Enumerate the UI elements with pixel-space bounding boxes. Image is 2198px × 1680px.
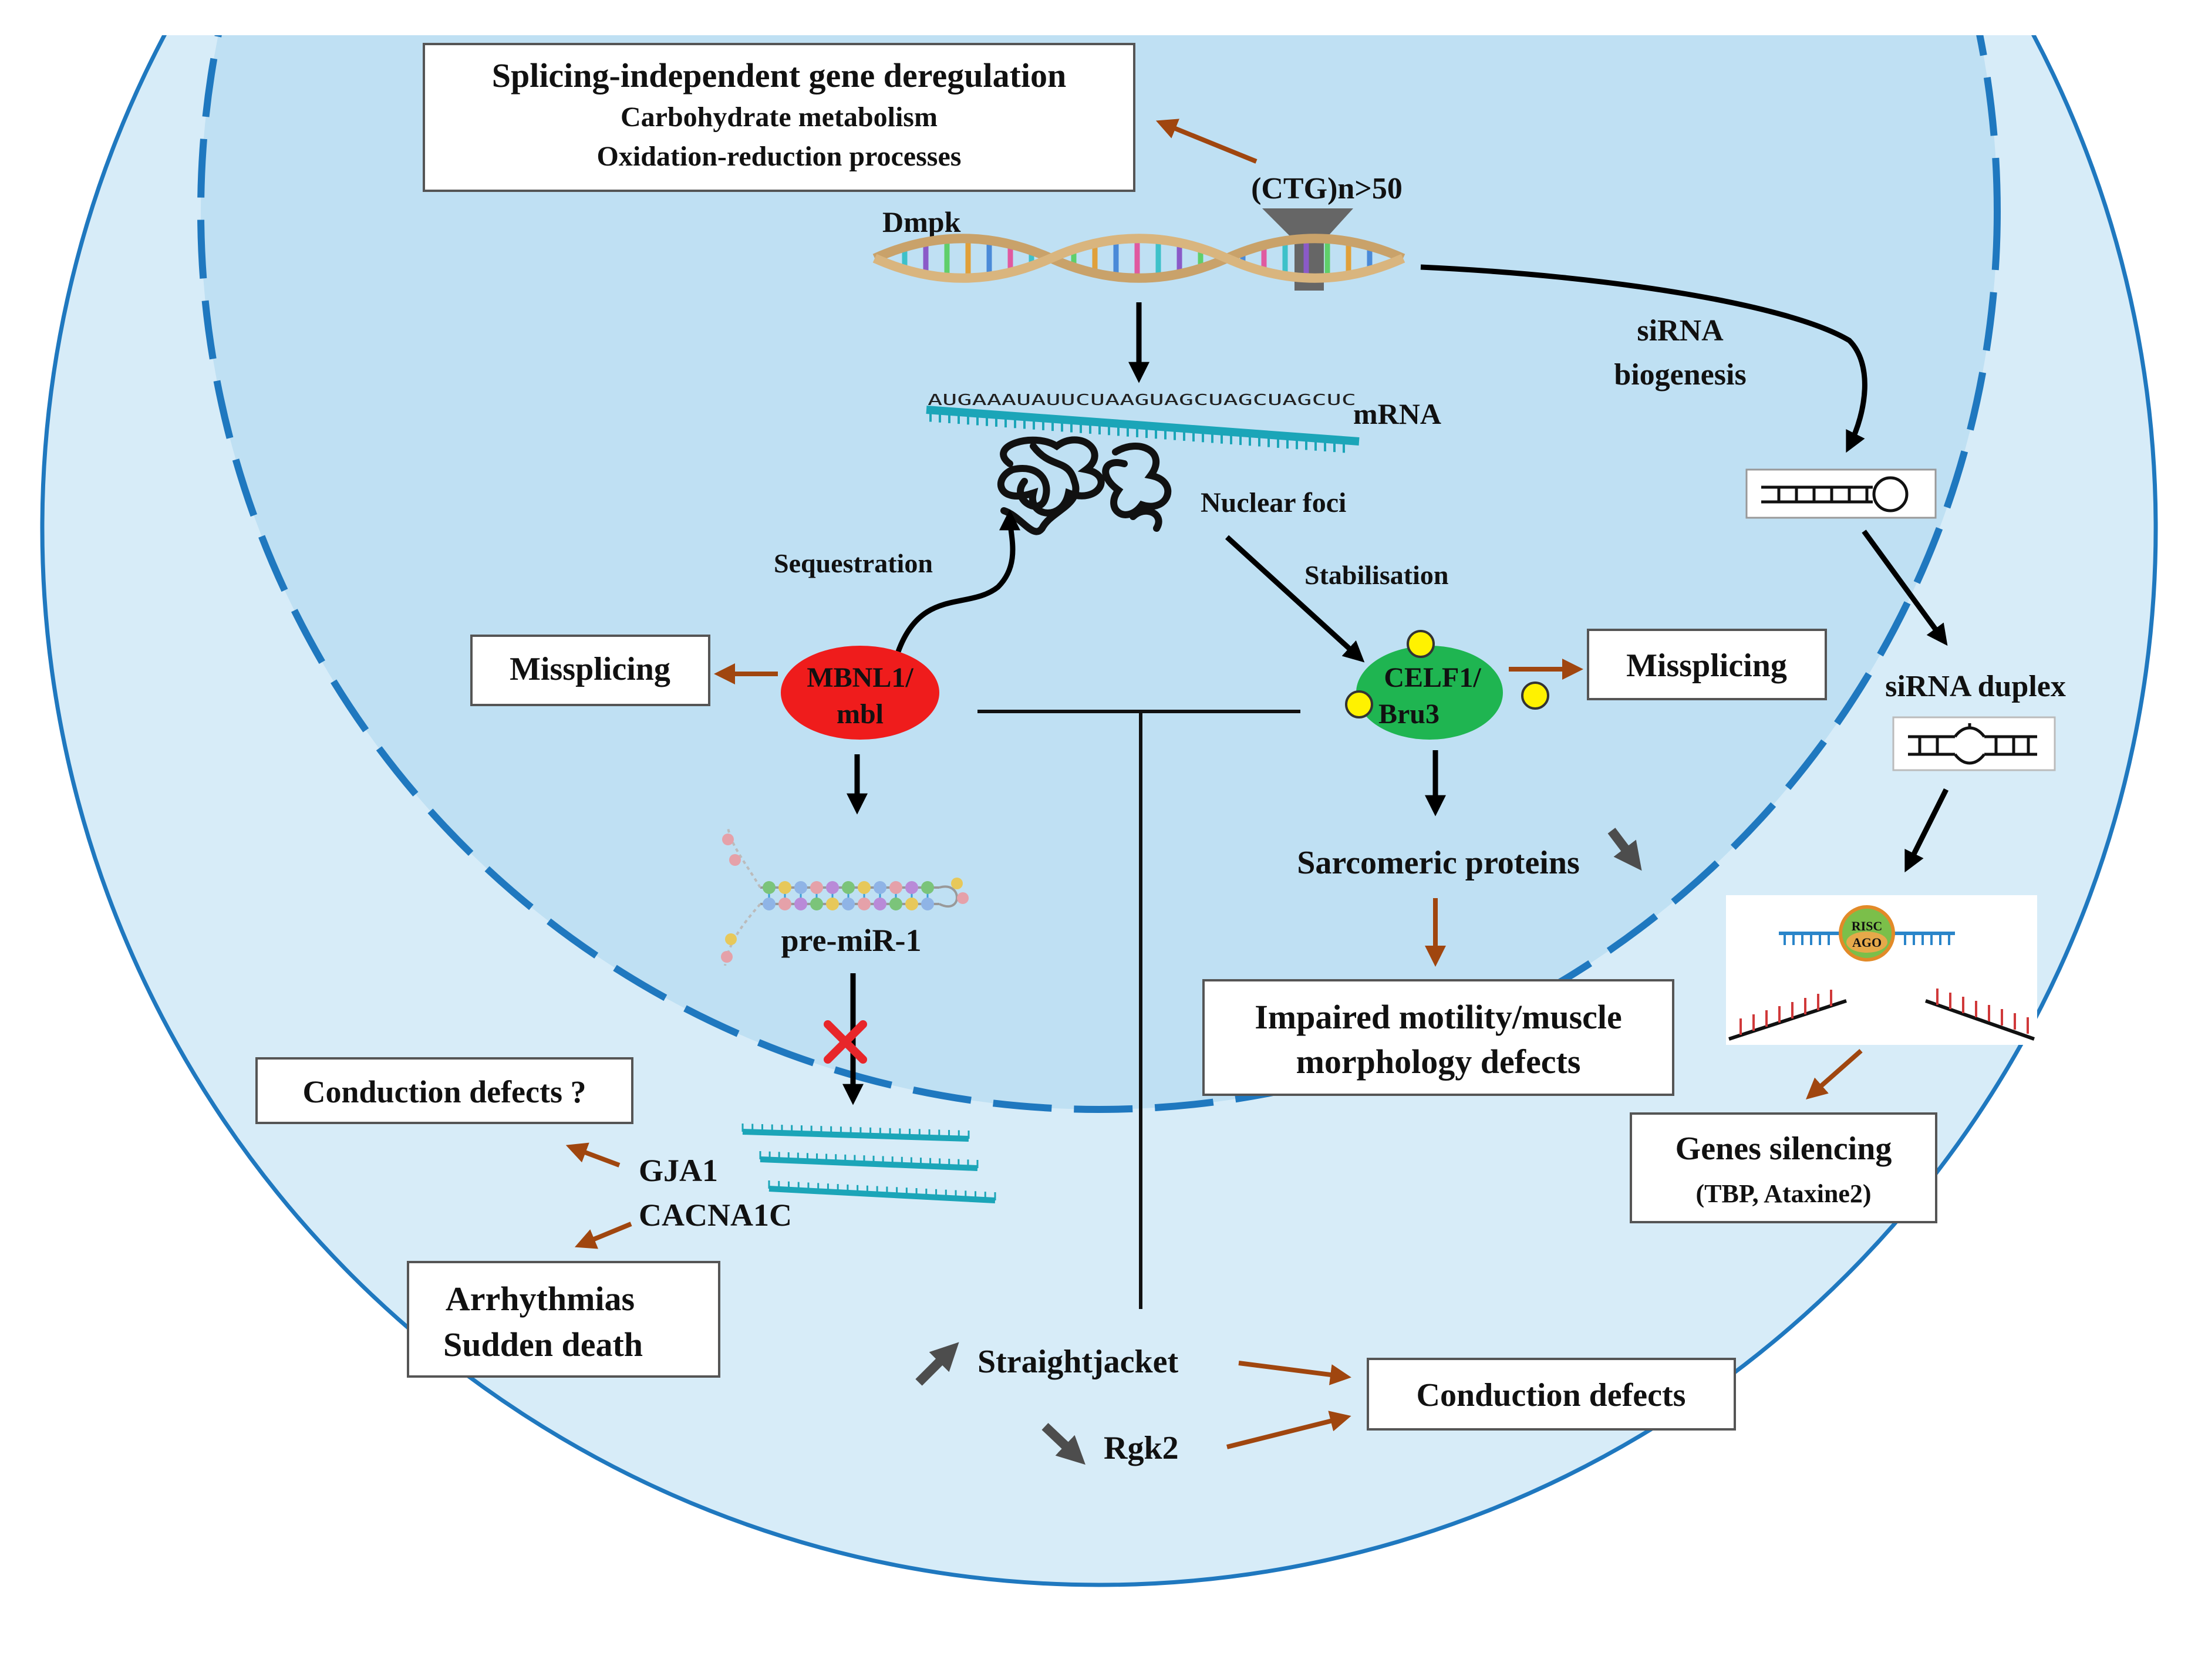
- splicing-independent-box: [423, 43, 1135, 192]
- hairpin-rna-icon: [1761, 476, 1909, 512]
- celf1-line1: CELF1/: [1384, 662, 1481, 693]
- nucleotide: [826, 898, 839, 910]
- pre-mir-1-hairpin-icon: [721, 827, 969, 966]
- dna-helix-icon: [872, 234, 1405, 283]
- nuclear-foci-label: Nuclear foci: [1201, 487, 1346, 518]
- missplicing-right-box: [1587, 629, 1827, 700]
- nucleotide: [810, 898, 823, 910]
- conduction-defects-box: [1367, 1358, 1736, 1431]
- gja1-label: GJA1: [639, 1153, 718, 1188]
- pre-mir-1-label: pre-miR-1: [781, 923, 922, 958]
- hairpin-box: [1745, 468, 1937, 519]
- missplicing-right-label: Missplicing: [1626, 647, 1787, 684]
- nucleotide: [778, 881, 791, 894]
- mrna-strand-icon: [926, 406, 1360, 453]
- genes-silencing-sub: (TBP, Ataxine2): [1695, 1179, 1871, 1208]
- sudden-death-label: Sudden death: [443, 1325, 643, 1364]
- biogenesis-label: biogenesis: [1614, 358, 1746, 392]
- sarcomeric-increase-arrow: [1607, 828, 1642, 871]
- nucleotide: [842, 898, 855, 910]
- sirna-duplex-label: siRNA duplex: [1885, 670, 2066, 703]
- missplicing-left-label: Missplicing: [510, 651, 670, 687]
- conduction-defects-label: Conduction defects: [1417, 1377, 1686, 1414]
- nucleotide: [921, 881, 934, 894]
- block-x-icon: [824, 1020, 867, 1064]
- risc-complex-icon: [1728, 905, 2035, 1041]
- mbnl1-line2: mbl: [837, 699, 884, 730]
- gja1-to-conduction-arrow: [565, 1142, 621, 1168]
- splicing-title: Splicing-independent gene deregulation: [492, 56, 1067, 95]
- impaired-motility-box: [1202, 979, 1674, 1096]
- nucleotide: [874, 898, 886, 910]
- mature-mirna-strands-icon: [741, 1124, 996, 1203]
- sarcomeric-label: Sarcomeric proteins: [1297, 845, 1580, 881]
- impaired-line1: Impaired motility/muscle: [1255, 998, 1622, 1036]
- ago-label: AGO: [1852, 935, 1882, 950]
- nucleotide: [889, 881, 902, 894]
- nucleotide: [763, 881, 776, 894]
- ctg-to-splicing-arrow: [1155, 119, 1258, 164]
- rgk2-to-conduction-arrow: [1226, 1411, 1351, 1449]
- nucleus: [197, 35, 2001, 1113]
- arrhythmias-label: Arrhythmias: [446, 1280, 635, 1318]
- stabilisation-label: Stabilisation: [1304, 560, 1448, 590]
- risc-label: RISC: [1852, 919, 1883, 933]
- phosphate-dot-icon: [1521, 682, 1549, 710]
- cacna1c-to-arrhythmias-arrow: [574, 1222, 632, 1249]
- rgk2-label: Rgk2: [1104, 1430, 1179, 1466]
- nucleotide: [794, 881, 807, 894]
- sirna-duplex-icon: [1908, 723, 2037, 765]
- ctg-label: (CTG)n>50: [1251, 172, 1403, 205]
- nucleotide: [858, 881, 871, 894]
- stabilisation-arrow: [1225, 535, 1365, 663]
- nucleotide: [794, 898, 807, 910]
- arrhythmias-box: [407, 1261, 720, 1378]
- cacna1c-label: CACNA1C: [639, 1197, 792, 1233]
- nucleotide: [826, 881, 839, 894]
- straightjacket-to-conduction-arrow: [1238, 1361, 1351, 1385]
- splicing-line2: Oxidation-reduction processes: [597, 141, 962, 172]
- nuclear-foci-icon: [997, 436, 1172, 535]
- missplicing-left-box: [470, 635, 710, 706]
- duplex-to-risc-arrow: [1904, 788, 1949, 873]
- sirna-label: siRNA: [1637, 314, 1724, 348]
- nucleotide: [763, 898, 776, 910]
- rgk2-increase-arrow: [1041, 1423, 1085, 1465]
- nucleotide: [810, 881, 823, 894]
- phosphate-dot-icon: [1345, 690, 1373, 718]
- celf1-line2: Bru3: [1378, 699, 1440, 730]
- celf1-protein: [1356, 646, 1503, 740]
- nucleotide: [905, 898, 918, 910]
- genes-silencing-box: [1630, 1112, 1937, 1223]
- straightjacket-increase-arrow: [915, 1342, 959, 1386]
- nucleotide: [889, 898, 902, 910]
- mbnl1-protein: [781, 646, 939, 740]
- nucleotide: [874, 881, 886, 894]
- mbnl1-line1: MBNL1/: [807, 662, 913, 693]
- nucleotide: [921, 898, 934, 910]
- mrna-sequence: AUGAAAUAUUCUAAGUAGCUAGCUAGCUC: [928, 392, 1356, 409]
- sequestration-label: Sequestration: [774, 548, 933, 578]
- hairpin-to-duplex-arrow: [1862, 529, 1948, 646]
- nucleotide: [858, 898, 871, 910]
- phosphate-dot-icon: [1407, 630, 1435, 658]
- genes-silencing-label: Genes silencing: [1676, 1131, 1892, 1167]
- mrna-label: mRNA: [1353, 397, 1441, 430]
- splicing-line1: Carbohydrate metabolism: [621, 102, 938, 133]
- nucleotide: [842, 881, 855, 894]
- nucleotide: [905, 881, 918, 894]
- conduction-defects-question-box: [255, 1057, 633, 1124]
- sequestration-arrow: [895, 509, 1021, 653]
- straightjacket-label: Straightjacket: [977, 1344, 1179, 1380]
- impaired-line2: morphology defects: [1296, 1043, 1581, 1081]
- risc-to-silencing-arrow: [1806, 1049, 1863, 1099]
- sirna-biogenesis-arrow: [1420, 264, 1867, 453]
- conduction-defects-question-label: Conduction defects ?: [303, 1074, 586, 1109]
- dmpk-label: Dmpk: [882, 205, 961, 238]
- nucleotide: [778, 898, 791, 910]
